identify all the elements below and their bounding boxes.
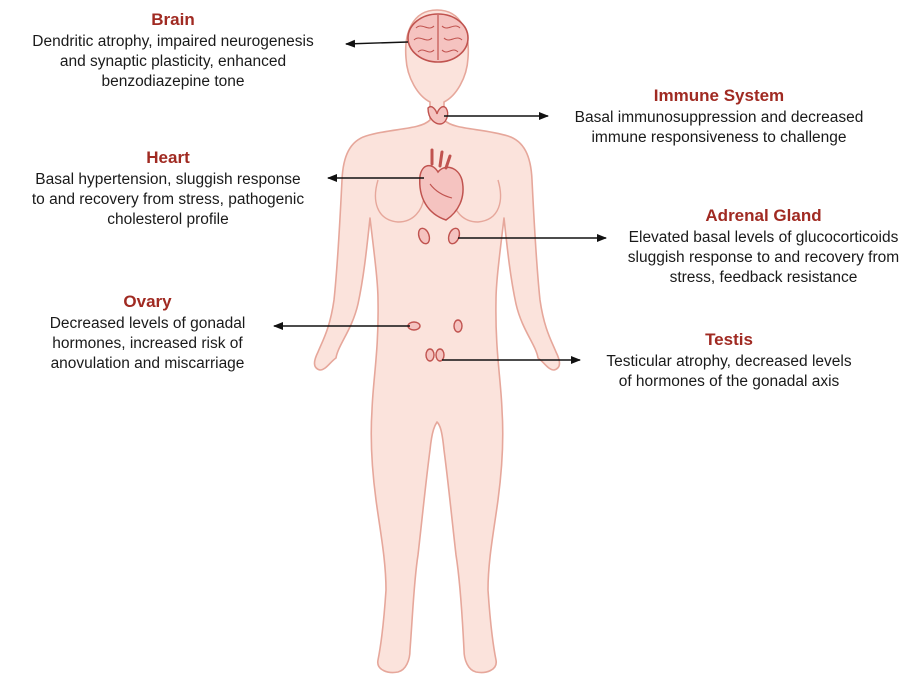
testis-right-organ bbox=[436, 349, 444, 361]
label-ovary-line: hormones, increased risk of bbox=[20, 334, 275, 354]
label-testis-line: Testicular atrophy, decreased levels bbox=[584, 352, 874, 372]
label-immune-line: immune responsiveness to challenge bbox=[554, 128, 884, 148]
label-ovary-desc: Decreased levels of gonadal hormones, in… bbox=[20, 314, 275, 374]
arrow-brain bbox=[346, 42, 408, 44]
body-silhouette bbox=[315, 10, 560, 673]
ovary-right-organ bbox=[454, 320, 462, 332]
label-adrenal-desc: Elevated basal levels of glucocorticoids… bbox=[606, 228, 921, 288]
label-adrenal: Adrenal Gland Elevated basal levels of g… bbox=[606, 206, 921, 288]
label-ovary-line: anovulation and miscarriage bbox=[20, 354, 275, 374]
label-ovary-title: Ovary bbox=[20, 292, 275, 312]
label-testis: Testis Testicular atrophy, decreased lev… bbox=[584, 330, 874, 392]
brain-organ bbox=[408, 14, 468, 62]
label-testis-line: of hormones of the gonadal axis bbox=[584, 372, 874, 392]
label-brain: Brain Dendritic atrophy, impaired neurog… bbox=[0, 10, 346, 92]
label-brain-line: benzodiazepine tone bbox=[0, 72, 346, 92]
label-testis-desc: Testicular atrophy, decreased levels of … bbox=[584, 352, 874, 392]
label-brain-line: and synaptic plasticity, enhanced bbox=[0, 52, 346, 72]
label-immune-line: Basal immunosuppression and decreased bbox=[554, 108, 884, 128]
label-ovary: Ovary Decreased levels of gonadal hormon… bbox=[20, 292, 275, 374]
label-heart-title: Heart bbox=[0, 148, 336, 168]
label-immune-desc: Basal immunosuppression and decreased im… bbox=[554, 108, 884, 148]
label-brain-title: Brain bbox=[0, 10, 346, 30]
label-brain-desc: Dendritic atrophy, impaired neurogenesis… bbox=[0, 32, 346, 92]
testis-left-organ bbox=[426, 349, 434, 361]
label-adrenal-line: Elevated basal levels of glucocorticoids bbox=[606, 228, 921, 248]
label-heart-line: cholesterol profile bbox=[0, 210, 336, 230]
label-adrenal-title: Adrenal Gland bbox=[606, 206, 921, 226]
label-heart: Heart Basal hypertension, sluggish respo… bbox=[0, 148, 336, 230]
label-brain-line: Dendritic atrophy, impaired neurogenesis bbox=[0, 32, 346, 52]
label-heart-line: to and recovery from stress, pathogenic bbox=[0, 190, 336, 210]
label-adrenal-line: sluggish response to and recovery from bbox=[606, 248, 921, 268]
label-adrenal-line: stress, feedback resistance bbox=[606, 268, 921, 288]
label-ovary-line: Decreased levels of gonadal bbox=[20, 314, 275, 334]
label-heart-line: Basal hypertension, sluggish response bbox=[0, 170, 336, 190]
label-heart-desc: Basal hypertension, sluggish response to… bbox=[0, 170, 336, 230]
label-immune-title: Immune System bbox=[554, 86, 884, 106]
label-testis-title: Testis bbox=[584, 330, 874, 350]
label-immune: Immune System Basal immunosuppression an… bbox=[554, 86, 884, 148]
